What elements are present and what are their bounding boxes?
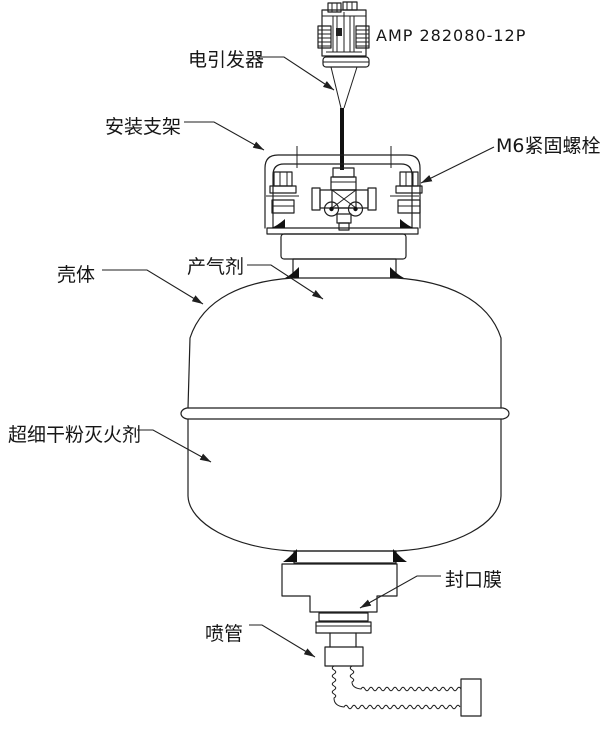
cylinder-cap xyxy=(266,219,419,279)
reinforcement-band xyxy=(180,407,510,420)
bottom-neck xyxy=(283,549,407,564)
bottom-outlet xyxy=(281,563,398,667)
label-sealing-film: 封口膜 xyxy=(445,569,502,591)
hose-end-fitting xyxy=(460,678,482,717)
leader-m6-bolt xyxy=(420,146,495,184)
label-m6-bolt: M6紧固螺栓 xyxy=(496,135,600,157)
initiator-cable xyxy=(330,66,358,170)
tank-body xyxy=(187,277,502,552)
label-connector-model: AMP 282080-12P xyxy=(376,26,526,45)
spray-hose xyxy=(331,665,462,710)
mounting-bracket xyxy=(264,146,421,229)
leader-gas-generant xyxy=(247,264,324,300)
leader-electric-initiator xyxy=(259,56,335,91)
initiator-assembly xyxy=(311,167,377,231)
leader-powder-agent xyxy=(137,429,212,463)
label-electric-initiator: 电引发器 xyxy=(188,49,264,71)
leader-sealing-film xyxy=(359,575,441,609)
label-nozzle: 喷管 xyxy=(205,623,243,645)
bolt-left xyxy=(266,171,299,214)
bolt-right xyxy=(390,171,423,214)
electrical-connector xyxy=(317,1,370,68)
label-shell: 壳体 xyxy=(57,264,95,286)
leader-mounting-bracket xyxy=(184,121,265,151)
label-powder-agent: 超细干粉灭火剂 xyxy=(8,424,141,446)
leader-shell xyxy=(102,269,204,305)
label-gas-generant: 产气剂 xyxy=(187,256,244,278)
label-mounting-bracket: 安装支架 xyxy=(105,116,181,138)
leader-nozzle xyxy=(249,624,316,658)
